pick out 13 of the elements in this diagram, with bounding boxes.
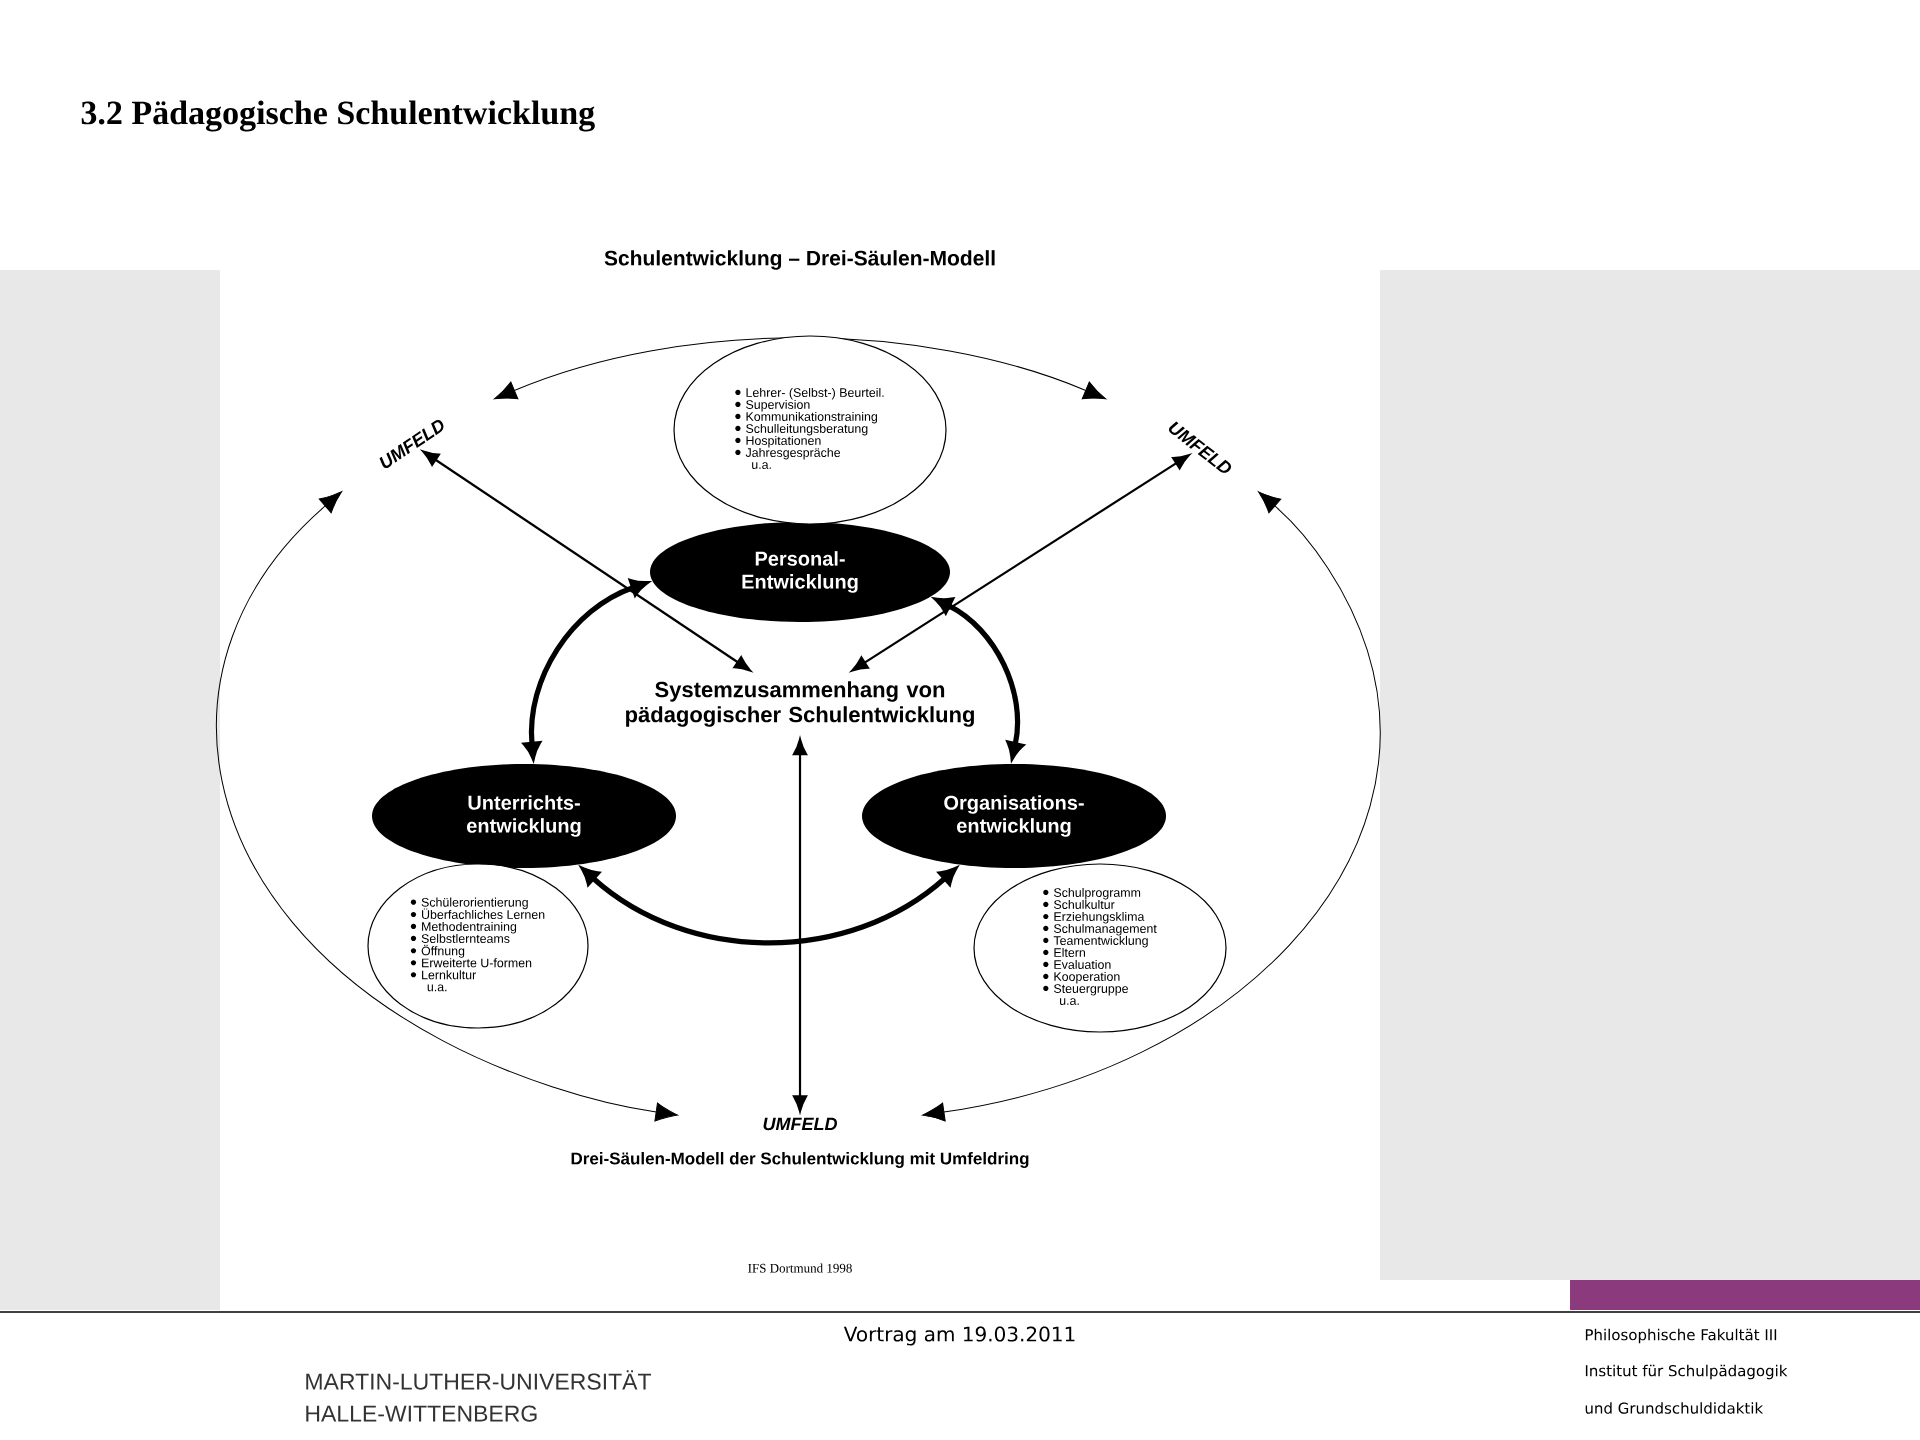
double-arrow [422, 450, 752, 672]
curved-arrow [523, 579, 648, 759]
university-name: MARTIN-LUTHER-UNIVERSITÄT HALLE-WITTENBERG [306, 1370, 651, 1422]
slide-title: 3.2 Pädagogische Schulentwicklung [81, 100, 595, 132]
curved-arrow [934, 597, 1024, 759]
center-text: Systemzusammenhang von pädagogischer Schulentwicklung [626, 681, 974, 727]
caption: Drei-Säulen-Modell der Schulentwicklung mit Umfeldring [571, 1152, 1029, 1168]
curved-arrow [581, 867, 957, 946]
double-arrow [851, 454, 1190, 672]
footer-text: Vortrag am 19.03.2011 [843, 1326, 1075, 1346]
double-arrow [792, 738, 808, 1113]
ring-label: UMFELD [763, 1117, 837, 1131]
diagram-heading: Schulentwicklung – Drei-Säulen-Modell [604, 250, 995, 270]
